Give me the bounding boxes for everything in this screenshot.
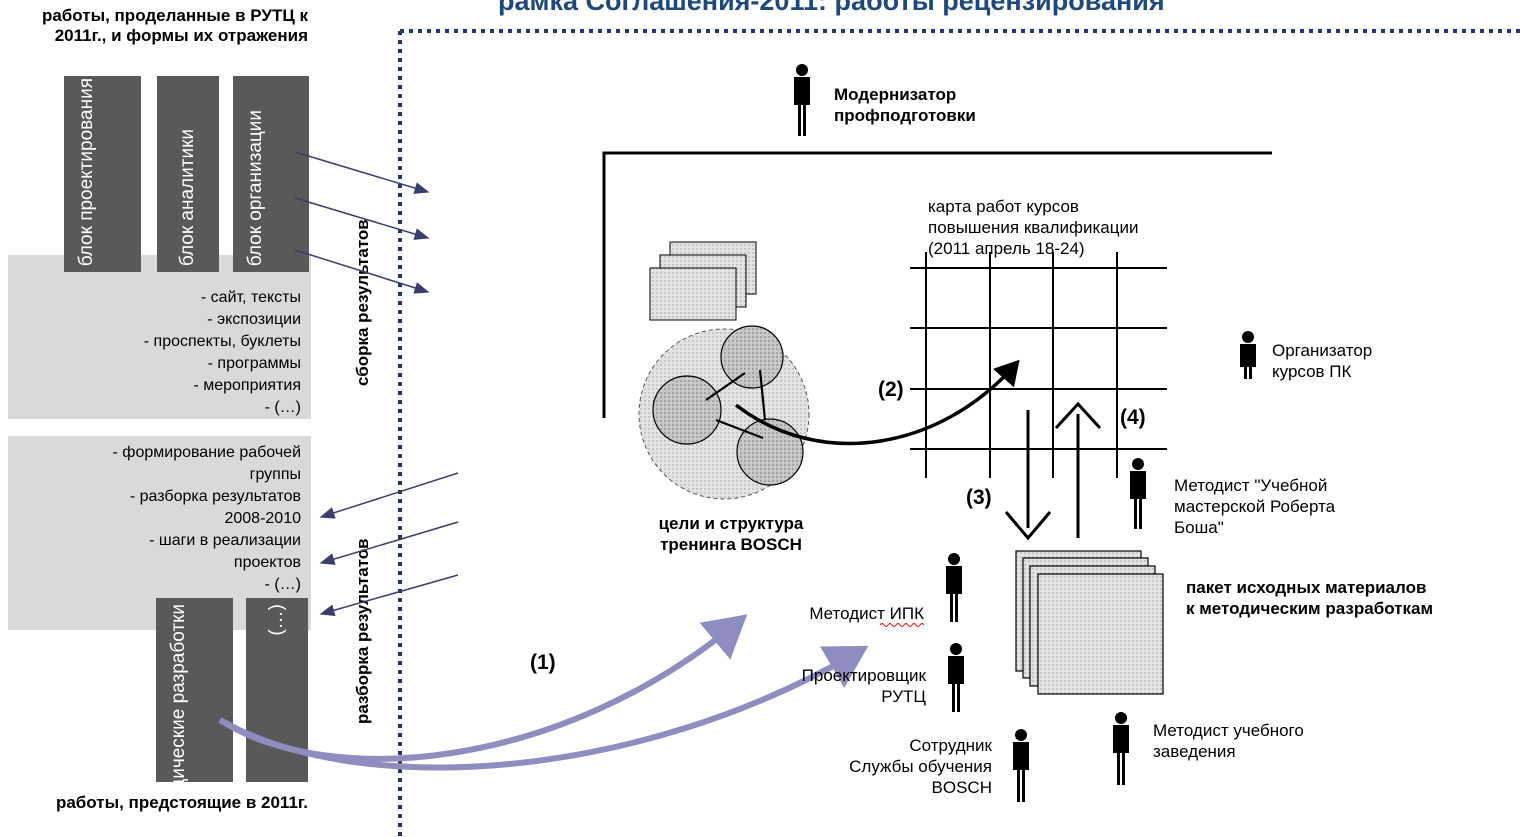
design-block: блок проектирования xyxy=(64,76,141,272)
page-title: рамка Соглашения-2011: работы рецензиров… xyxy=(498,0,1165,16)
step3-label: (3) xyxy=(966,486,992,509)
disassembly-arrow-1 xyxy=(319,472,459,519)
cards-icon xyxy=(649,241,757,321)
designer-label: Проектировщик РУТЦ xyxy=(801,666,926,706)
analytics-block: блок аналитики xyxy=(157,76,219,272)
spellcheck-squiggle xyxy=(879,623,925,627)
upcoming-list-box xyxy=(8,436,311,630)
step4-label: (4) xyxy=(1120,406,1146,429)
map-grid xyxy=(910,252,1167,478)
assembly-arrow-3 xyxy=(294,249,430,294)
upcoming-list: - формирование рабочей группы - разборка… xyxy=(112,444,301,593)
results-list-box xyxy=(8,255,311,419)
disassembly-arrow-3 xyxy=(319,574,459,617)
organizer-label: Организатор курсов ПК xyxy=(1272,341,1373,381)
methodical-block: методические разработки xyxy=(156,598,233,832)
step2-arrow xyxy=(734,359,1020,446)
employee-label: Сотрудник Службы обучения BOSCH xyxy=(849,736,992,797)
bosch-goals-label: цели и структура тренинга BOSCH xyxy=(658,514,804,554)
methodist-ipk-label: Методист ИПК xyxy=(809,604,924,623)
methodist-school-label: Методист учебного заведения xyxy=(1153,721,1304,761)
methodist-bosch-label: Методист "Учебной мастерской Роберта Бош… xyxy=(1174,476,1336,537)
assembly-arrow-2 xyxy=(294,197,430,240)
step1-arrow-designer xyxy=(218,645,869,771)
modernizer-frame xyxy=(602,151,1272,418)
results-list: - сайт, тексты - экспозиции - проспекты,… xyxy=(143,289,301,416)
left-header: работы, проделанные в РУТЦ к 2011г., и ф… xyxy=(41,6,308,45)
map-title: карта работ курсов повышения квалификаци… xyxy=(928,197,1139,258)
step2-label: (2) xyxy=(878,378,904,401)
left-footer: работы, предстоящие в 2011г. xyxy=(55,793,308,812)
step1-label: (1) xyxy=(530,651,556,674)
person-icons xyxy=(794,64,1256,802)
modernizer-label: Модернизатор профподготовки xyxy=(834,85,976,125)
organization-block: блок организации xyxy=(233,76,309,272)
package-icon xyxy=(1015,550,1164,695)
assembly-arrow-1 xyxy=(294,151,430,194)
package-label: пакет исходных материалов к методическим… xyxy=(1186,578,1434,618)
disassembly-arrow-2 xyxy=(319,521,459,565)
